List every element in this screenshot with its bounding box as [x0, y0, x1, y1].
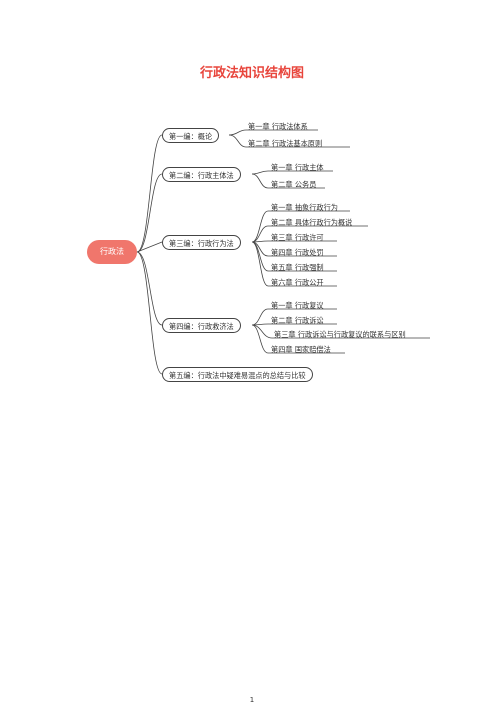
branch-2-leaf-1: 第一章 行政主体 [271, 163, 324, 172]
branch-4-leaf-3: 第三章 行政诉讼与行政复议的联系与区别 [274, 330, 406, 339]
branch-3-leaf-4: 第四章 行政处罚 [271, 248, 324, 257]
branch-4-leaf-4: 第四章 国家赔偿法 [271, 345, 331, 354]
branch-3-leaf-6: 第六章 行政公开 [271, 278, 324, 287]
branch-3-leaf-5: 第五章 行政强制 [271, 263, 324, 272]
branch-2: 第二编：行政主体法 [162, 167, 241, 182]
branch-4-leaf-2: 第二章 行政诉讼 [271, 316, 324, 325]
page-title: 行政法知识结构图 [199, 66, 304, 81]
branch-3-leaf-2: 第二章 具体行政行为概说 [271, 218, 353, 227]
branch-4: 第四编：行政救济法 [162, 318, 241, 333]
branch-3: 第三编：行政行为法 [162, 235, 241, 250]
branch-4-leaf-1: 第一章 行政复议 [271, 301, 324, 310]
page-number: 1 [249, 696, 255, 704]
branch-1-leaf-2: 第二章 行政法基本原则 [248, 139, 323, 148]
branch-1: 第一编：概论 [162, 128, 220, 143]
branch-3-leaf-1: 第一章 抽象行政行为 [271, 203, 338, 212]
branch-1-leaf-1: 第一章 行政法体系 [248, 122, 308, 131]
root-node: 行政法 [87, 240, 137, 264]
branch-5: 第五编：行政法中疑难易混点的总结与比较 [162, 367, 313, 382]
branch-3-leaf-3: 第三章 行政许可 [271, 233, 324, 242]
branch-2-leaf-2: 第二章 公务员 [271, 180, 317, 189]
